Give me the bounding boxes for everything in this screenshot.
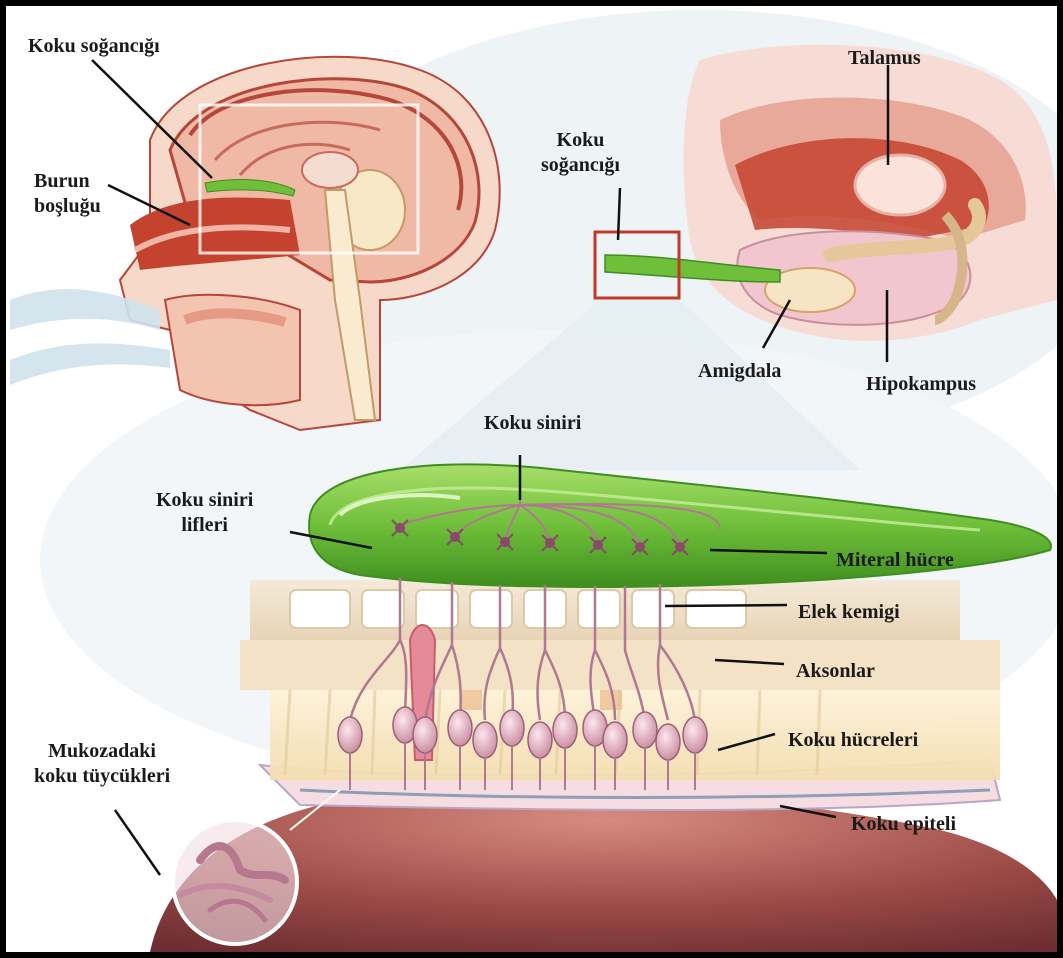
label-burun-line1: Burun: [34, 169, 101, 194]
label-koku-siniri: Koku siniri: [484, 411, 581, 436]
label-talamus: Talamus: [848, 46, 921, 71]
label-koku-sogancigi-brain-line2: soğancığı: [541, 153, 620, 178]
label-mukozadaki-line2: koku tüycükleri: [34, 764, 170, 789]
label-elek-kemigi: Elek kemigi: [798, 600, 900, 625]
label-koku-sogancigi-head: Koku soğancığı: [28, 34, 160, 59]
label-mukozadaki-koku-tuycukleri: Mukozadaki koku tüycükleri: [34, 739, 170, 789]
label-koku-sogancigi-brain-line1: Koku: [541, 128, 620, 153]
label-koku-hucreleri: Koku hücreleri: [788, 728, 918, 753]
label-hipokampus: Hipokampus: [866, 372, 976, 397]
label-koku-siniri-lifleri-line1: Koku siniri: [156, 488, 253, 513]
label-miteral-hucre: Miteral hücre: [836, 548, 954, 573]
label-koku-sogancigi-brain: Koku soğancığı: [541, 128, 620, 178]
label-koku-siniri-lifleri-line2: lifleri: [156, 513, 253, 538]
olfactory-system-illustration: [6, 6, 1057, 952]
label-aksonlar: Aksonlar: [796, 659, 875, 684]
label-mukozadaki-line1: Mukozadaki: [34, 739, 170, 764]
label-burun-boslugu: Burun boşluğu: [34, 169, 101, 219]
label-amigdala: Amigdala: [698, 359, 781, 384]
label-koku-epiteli: Koku epiteli: [851, 812, 956, 837]
label-burun-line2: boşluğu: [34, 194, 101, 219]
label-koku-siniri-lifleri: Koku siniri lifleri: [156, 488, 253, 538]
